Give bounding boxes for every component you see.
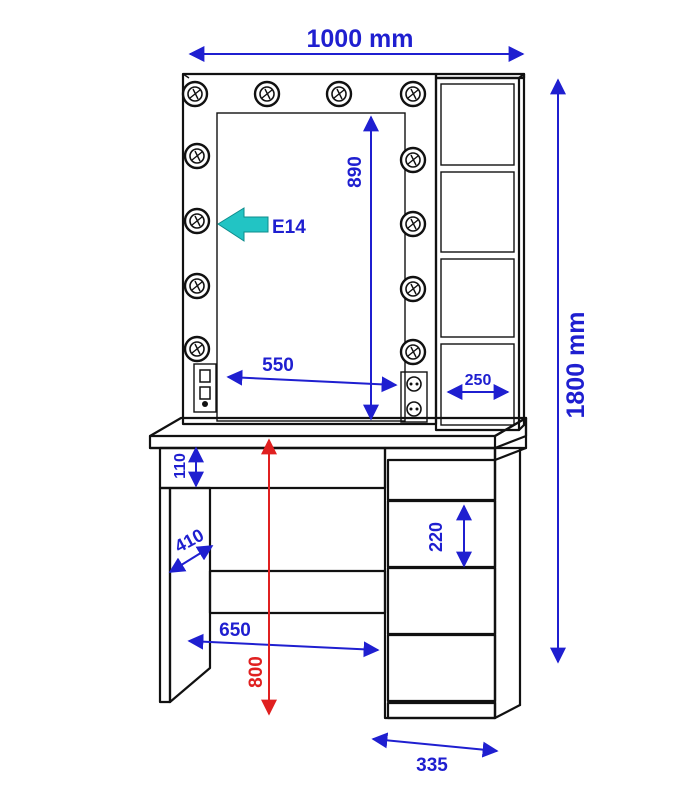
dim-cabinet-width: 335 xyxy=(371,732,499,776)
bulb-type-label: E14 xyxy=(272,217,306,238)
mirror-frame xyxy=(181,72,438,426)
mirror-height-label: 890 xyxy=(345,156,366,188)
left-panel xyxy=(158,486,212,704)
bulb-icon xyxy=(253,80,281,108)
total-width-label: 1000 mm xyxy=(306,25,413,53)
drawer-cabinet xyxy=(383,416,528,720)
bulb-icon xyxy=(183,272,211,300)
dim-drawer-height: 220 xyxy=(426,504,472,568)
drawer-height-label: 220 xyxy=(426,522,446,552)
bulb-icon xyxy=(399,275,427,303)
bulb-icon xyxy=(183,335,211,363)
shelf-unit xyxy=(434,72,526,432)
total-height-label: 1800 mm xyxy=(562,311,590,418)
dim-top-drawer-height: 110 xyxy=(172,446,204,488)
top-drawer xyxy=(158,446,387,490)
dim-shelf-width: 250 xyxy=(446,372,510,400)
bulb-icon xyxy=(183,142,211,170)
switch-icon xyxy=(193,363,217,413)
bulb-icon xyxy=(183,207,211,235)
knee-width-label: 650 xyxy=(219,620,251,641)
dim-mirror-height: 890 xyxy=(345,115,379,421)
cabinet-width-label: 335 xyxy=(416,755,448,776)
back-panel xyxy=(208,569,387,615)
shelf-width-label: 250 xyxy=(465,372,492,389)
top-drawer-height-label: 110 xyxy=(172,453,189,479)
table-height-label: 800 xyxy=(246,656,267,688)
bulb-icon xyxy=(399,146,427,174)
dim-total-width: 1000 mm xyxy=(188,25,525,62)
dim-knee-width: 650 xyxy=(187,620,380,658)
socket-icon xyxy=(400,371,428,423)
dim-mirror-width: 550 xyxy=(226,355,398,393)
bulb-icon xyxy=(399,80,427,108)
bulb-row xyxy=(181,80,427,366)
bulb-icon xyxy=(399,210,427,238)
bulb-icon xyxy=(181,80,209,108)
bulb-icon xyxy=(325,80,353,108)
dim-depth: 410 xyxy=(168,525,214,573)
dim-table-height: 800 xyxy=(246,438,277,716)
table-top xyxy=(148,416,528,450)
callout-arrow-icon xyxy=(217,207,269,242)
bulb-icon xyxy=(399,338,427,366)
dim-total-height: 1800 mm xyxy=(550,78,590,664)
mirror-width-label: 550 xyxy=(262,355,294,376)
